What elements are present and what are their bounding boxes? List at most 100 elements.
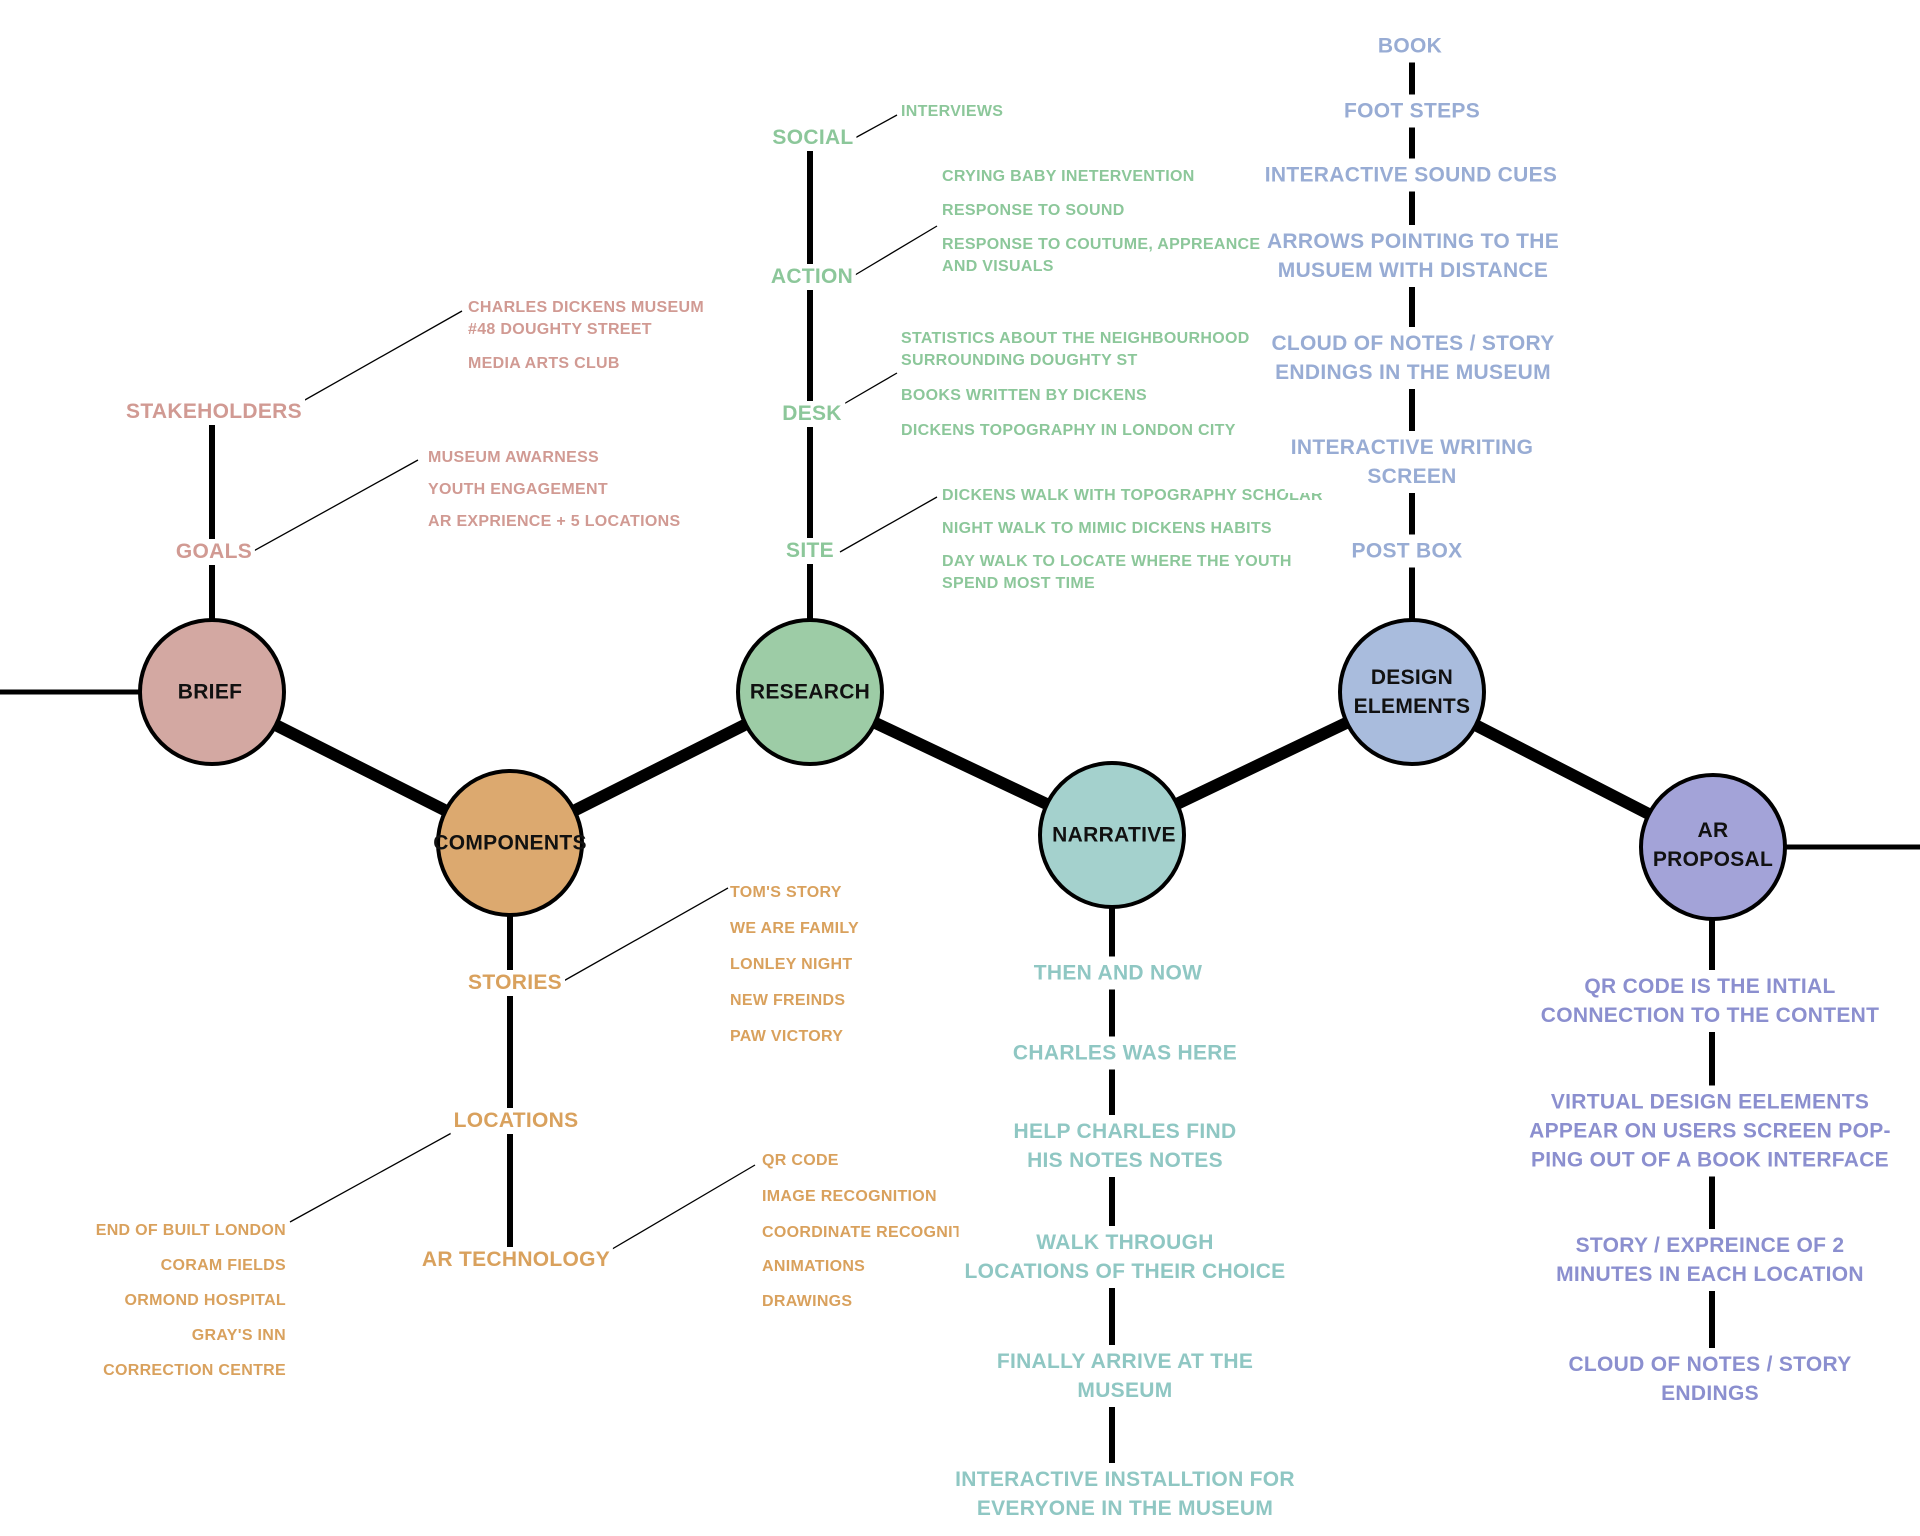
desk-items: STATISTICS ABOUT THE NEIGHBOURHOOD SURRO… <box>901 328 1250 442</box>
narrative-step-line: LOCATIONS OF THEIR CHOICE <box>964 1260 1286 1283</box>
design-elements-node[interactable] <box>1338 618 1486 766</box>
ar-proposal-line: CLOUD OF NOTES / STORY <box>1568 1353 1852 1376</box>
design-elements-label-line: DESIGN <box>1370 666 1454 689</box>
list-item: SURROUNDING DOUGHTY ST <box>901 352 1138 369</box>
ar-proposal-label-line: PROPOSAL <box>1652 848 1774 871</box>
narrative-step-line: WALK THROUGH <box>1036 1231 1214 1254</box>
list-item: ANIMATIONS <box>762 1258 866 1275</box>
goals-items: MUSEUM AWARNESS YOUTH ENGAGEMENT AR EXPR… <box>428 447 680 533</box>
components-node-label: COMPONENTS <box>433 831 587 855</box>
main-timeline <box>0 686 1920 853</box>
narrative-node[interactable] <box>1038 761 1186 909</box>
list-item: CHARLES DICKENS MUSEUM <box>468 299 704 316</box>
list-item: IMAGE RECOGNITION <box>762 1188 937 1205</box>
action-items: CRYING BABY INETERVENTION RESPONSE TO SO… <box>942 166 1260 278</box>
narrative-step: WALK THROUGH LOCATIONS OF THEIR CHOICE <box>958 1226 1292 1288</box>
ar-proposal-line: MINUTES IN EACH LOCATION <box>1556 1263 1864 1286</box>
list-item: INTERVIEWS <box>901 103 1004 120</box>
design-element-line: INTERACTIVE SOUND CUES <box>1264 163 1558 187</box>
social-heading: SOCIAL <box>769 125 857 151</box>
list-item: RESPONSE TO SOUND <box>942 202 1125 219</box>
design-element-line: MUSUEM WITH DISTANCE <box>1277 259 1549 282</box>
narrative-step: FINALLY ARRIVE AT THE MUSEUM <box>990 1345 1260 1407</box>
design-element-step: INTERACTIVE WRITING SCREEN <box>1284 431 1540 493</box>
ar-proposal-step: STORY / EXPREINCE OF 2 MINUTES IN EACH L… <box>1550 1229 1870 1291</box>
locations-items: END OF BUILT LONDON CORAM FIELDS ORMOND … <box>96 1220 286 1382</box>
design-element-line: CLOUD OF NOTES / STORY <box>1271 332 1555 355</box>
list-item: MEDIA ARTS CLUB <box>468 355 620 372</box>
list-item: CORAM FIELDS <box>160 1257 286 1274</box>
brief-node[interactable] <box>138 618 286 766</box>
ar-technology-items: QR CODE IMAGE RECOGNITION COORDINATE REC… <box>762 1150 992 1313</box>
components-node[interactable] <box>436 769 584 917</box>
ar-proposal-line: QR CODE IS THE INTIAL <box>1584 975 1836 998</box>
site-items: DICKENS WALK WITH TOPOGRAPHY SCHOLAR NIG… <box>942 485 1323 595</box>
narrative-step: THEN AND NOW <box>1027 956 1209 990</box>
list-item: ORMOND HOSPITAL <box>124 1292 286 1309</box>
research-node-label: RESEARCH <box>749 680 871 704</box>
list-item: AND VISUALS <box>942 258 1054 275</box>
list-item: STATISTICS ABOUT THE NEIGHBOURHOOD <box>901 330 1250 347</box>
ar-proposal-line: CONNECTION TO THE CONTENT <box>1540 1004 1880 1027</box>
list-item: END OF BUILT LONDON <box>95 1222 286 1239</box>
list-item: BOOKS WRITTEN BY DICKENS <box>901 387 1148 404</box>
design-elements-node-label: DESIGN ELEMENTS <box>1354 663 1471 721</box>
list-item: #48 DOUGHTY STREET <box>468 321 652 338</box>
list-item: TOM'S STORY <box>730 884 842 901</box>
ar-proposal-line: PING OUT OF A BOOK INTERFACE <box>1530 1148 1890 1172</box>
ar-technology-heading: AR TECHNOLOGY <box>418 1247 614 1273</box>
design-element-step: BOOK <box>1371 29 1449 63</box>
narrative-step: HELP CHARLES FIND HIS NOTES NOTES <box>1007 1115 1243 1177</box>
ar-proposal-step: QR CODE IS THE INTIAL CONNECTION TO THE … <box>1534 970 1886 1032</box>
social-items: INTERVIEWS <box>901 101 1003 123</box>
list-item: PAW VICTORY <box>730 1028 844 1045</box>
ar-proposal-node[interactable] <box>1639 773 1787 921</box>
list-item: SPEND MOST TIME <box>942 575 1095 592</box>
list-item: COORDINATE RECOGNITION <box>762 1224 993 1241</box>
design-element-line: BOOK <box>1377 34 1443 58</box>
design-element-line: ARROWS POINTING TO THE <box>1266 230 1560 253</box>
stories-items: TOM'S STORY WE ARE FAMILY LONLEY NIGHT N… <box>730 882 859 1048</box>
list-item: AR EXPRIENCE + 5 LOCATIONS <box>428 513 681 530</box>
design-element-step: ARROWS POINTING TO THE MUSUEM WITH DISTA… <box>1260 225 1566 287</box>
narrative-step-line: INTERACTIVE INSTALLTION FOR <box>955 1468 1295 1491</box>
narrative-step-line: FINALLY ARRIVE AT THE <box>996 1350 1254 1373</box>
list-item: QR CODE <box>762 1152 839 1169</box>
narrative-step-line: HELP CHARLES FIND <box>1013 1120 1237 1143</box>
research-node[interactable] <box>736 618 884 766</box>
ar-proposal-step: VIRTUAL DESIGN EELEMENTS APPEAR ON USERS… <box>1523 1085 1897 1177</box>
design-element-line: FOOT STEPS <box>1343 99 1481 123</box>
design-element-step: FOOT STEPS <box>1337 94 1487 128</box>
ar-proposal-line: VIRTUAL DESIGN EELEMENTS <box>1550 1090 1870 1114</box>
design-elements-label-line: ELEMENTS <box>1353 695 1471 718</box>
stories-heading: STORIES <box>465 970 565 996</box>
list-item: RESPONSE TO COUTUME, APPREANCE <box>942 236 1261 253</box>
list-item: CORRECTION CENTRE <box>103 1362 286 1379</box>
design-element-line: INTERACTIVE WRITING <box>1290 436 1534 459</box>
narrative-node-label: NARRATIVE <box>1052 823 1176 847</box>
narrative-step-line: MUSEUM <box>1077 1379 1173 1402</box>
locations-heading: LOCATIONS <box>450 1108 582 1134</box>
list-item: CRYING BABY INETERVENTION <box>942 168 1195 185</box>
list-item: NIGHT WALK TO MIMIC DICKENS HABITS <box>942 520 1272 537</box>
connector-lines <box>249 114 938 1256</box>
desk-heading: DESK <box>779 401 845 427</box>
ar-proposal-line: STORY / EXPREINCE OF 2 <box>1575 1234 1845 1257</box>
action-heading: ACTION <box>767 264 857 290</box>
design-element-step: INTERACTIVE SOUND CUES <box>1258 158 1564 192</box>
design-element-step: POST BOX <box>1345 534 1469 568</box>
ar-proposal-line: APPEAR ON USERS SCREEN POP- <box>1529 1119 1891 1143</box>
list-item: DICKENS WALK WITH TOPOGRAPHY SCHOLAR <box>942 487 1323 504</box>
list-item: DAY WALK TO LOCATE WHERE THE YOUTH <box>942 553 1292 570</box>
narrative-step-line: HIS NOTES NOTES <box>1027 1149 1223 1172</box>
design-element-line: POST BOX <box>1351 539 1463 563</box>
stakeholders-items: CHARLES DICKENS MUSEUM #48 DOUGHTY STREE… <box>468 297 704 375</box>
goals-heading: GOALS <box>172 539 256 565</box>
list-item: LONLEY NIGHT <box>730 956 853 973</box>
list-item: MUSEUM AWARNESS <box>428 449 600 466</box>
list-item: DRAWINGS <box>762 1293 853 1310</box>
list-item: GRAY'S INN <box>191 1327 286 1344</box>
narrative-step-line: THEN AND NOW <box>1033 961 1203 985</box>
design-element-step: CLOUD OF NOTES / STORY ENDINGS IN THE MU… <box>1265 327 1561 389</box>
list-item: WE ARE FAMILY <box>730 920 859 937</box>
